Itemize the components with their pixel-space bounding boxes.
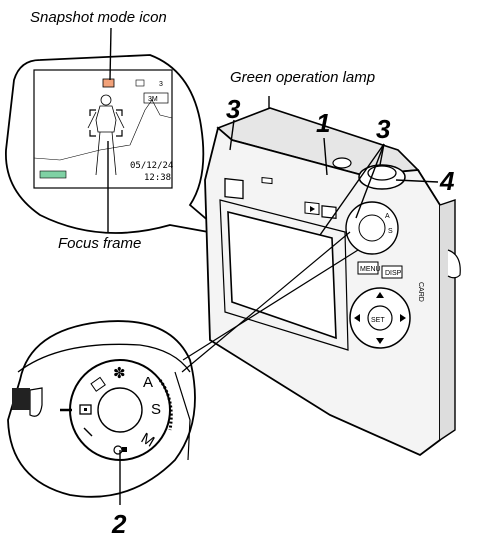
menu-button[interactable] — [357, 261, 379, 275]
svg-text:SET: SET — [371, 317, 385, 324]
dial-snapshot-icon — [79, 404, 92, 415]
svg-text:S: S — [388, 228, 393, 235]
optical-viewfinder — [224, 177, 244, 200]
lcd-subject-figure — [87, 94, 125, 176]
dial-mode-s: S — [151, 401, 161, 418]
label-focus-frame: Focus frame — [58, 235, 141, 252]
disp-button[interactable] — [381, 265, 403, 279]
svg-text:DISP: DISP — [385, 270, 402, 277]
dial-mode-a: A — [143, 374, 153, 391]
callout-3-right: 3 — [376, 114, 391, 144]
svg-text:3: 3 — [159, 81, 163, 88]
svg-text:MENU: MENU — [360, 266, 381, 273]
shutter-button[interactable] — [358, 164, 406, 190]
mode-dial-zoomed[interactable]: A S M ✽ — [69, 359, 173, 461]
power-button[interactable] — [332, 157, 352, 169]
dial-zoom-balloon: A S M ✽ — [7, 320, 196, 498]
svg-text:✽: ✽ — [113, 365, 126, 382]
callout-1: 1 — [316, 108, 330, 138]
main-lcd-screen — [227, 210, 337, 340]
callout-2: 2 — [111, 509, 127, 539]
green-operation-lamp — [261, 176, 273, 185]
callout-4: 4 — [439, 166, 455, 196]
battery-indicator — [39, 170, 67, 179]
label-snapshot-mode-icon: Snapshot mode icon — [30, 9, 167, 26]
camera-body: A S MENU DISP SET CARD — [204, 107, 461, 457]
control-pad[interactable]: SET — [349, 287, 411, 349]
label-green-operation-lamp: Green operation lamp — [230, 69, 375, 86]
set-button[interactable] — [367, 305, 393, 331]
lcd-date: 05/12/24 — [130, 161, 173, 171]
lcd-time: 12:38 — [144, 173, 171, 183]
focus-frame — [89, 109, 123, 137]
snapshot-mode-icon — [102, 78, 115, 88]
lcd-image-size: 3M — [148, 96, 158, 103]
lcd-zoom-balloon: 3 3M 05/12/24 12:38 — [5, 54, 229, 237]
svg-text:A: A — [385, 213, 390, 220]
callout-3-left: 3 — [226, 94, 241, 124]
camera-mode-dial[interactable]: A S — [345, 201, 399, 255]
side-card-text: CARD — [417, 282, 424, 302]
lcd-screen-preview — [33, 69, 173, 189]
